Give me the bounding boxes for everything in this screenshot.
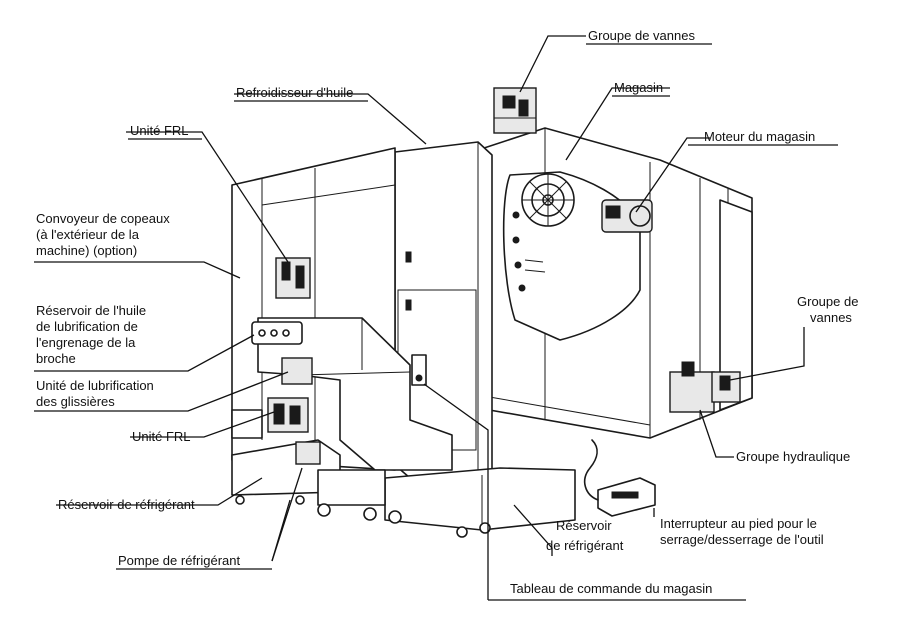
label-convoyeur-1: Convoyeur de copeaux <box>36 211 170 226</box>
label-unite-lubrification-2: des glissières <box>36 394 115 409</box>
label-moteur-magasin: Moteur du magasin <box>704 129 815 144</box>
label-groupe-vannes-right-1: Groupe de <box>797 294 858 309</box>
label-reservoir-refrigerant-left: Réservoir de réfrigérant <box>58 497 195 512</box>
label-reservoir-huile-2: de lubrification de <box>36 319 138 334</box>
labels: Groupe de vannes Magasin Refroidisseur d… <box>36 28 858 601</box>
label-unite-lubrification-1: Unité de lubrification <box>36 378 154 393</box>
label-pompe: Pompe de réfrigérant <box>118 553 241 568</box>
label-groupe-vannes-right-2: vannes <box>810 310 852 325</box>
label-interrupteur-1: Interrupteur au pied pour le <box>660 516 817 531</box>
label-tableau: Tableau de commande du magasin <box>510 581 712 596</box>
label-unite-frl-top: Unité FRL <box>130 123 189 138</box>
label-reservoir-refrigerant-right-1: Réservoir <box>556 518 612 533</box>
label-reservoir-huile-1: Réservoir de l'huile <box>36 303 146 318</box>
label-convoyeur-3: machine) (option) <box>36 243 137 258</box>
label-unite-frl-bottom: Unité FRL <box>132 429 191 444</box>
label-interrupteur-2: serrage/desserrage de l'outil <box>660 532 824 547</box>
label-groupe-hydraulique: Groupe hydraulique <box>736 449 850 464</box>
label-reservoir-huile-4: broche <box>36 351 76 366</box>
label-convoyeur-2: (à l'extérieur de la <box>36 227 140 242</box>
leader-lines <box>34 35 805 600</box>
machine-illustration <box>231 87 753 538</box>
label-reservoir-refrigerant-right-2: de réfrigérant <box>546 538 624 553</box>
label-magasin: Magasin <box>614 80 663 95</box>
label-refroidisseur: Refroidisseur d'huile <box>236 85 353 100</box>
label-groupe-vannes-top: Groupe de vannes <box>588 28 695 43</box>
label-reservoir-huile-3: l'engrenage de la <box>36 335 136 350</box>
